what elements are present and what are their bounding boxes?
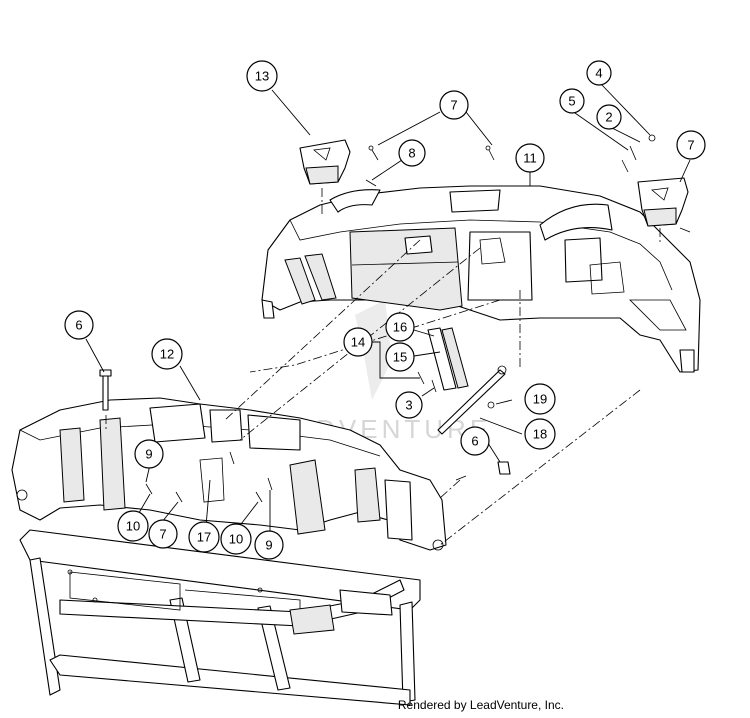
lower-fasteners	[99, 369, 511, 503]
cup-holder-left	[299, 139, 351, 185]
svg-text:4: 4	[595, 66, 602, 81]
svg-text:16: 16	[393, 320, 407, 335]
callout-16: 16	[385, 312, 415, 342]
callout-5: 5	[559, 88, 585, 114]
svg-text:9: 9	[145, 447, 152, 462]
upper-dash-panel	[261, 185, 701, 373]
rod-part	[437, 365, 507, 435]
callout-7-top: 7	[439, 90, 469, 120]
callout-2: 2	[596, 104, 622, 130]
callout-10-left: 10	[117, 510, 149, 542]
svg-text:13: 13	[255, 69, 269, 84]
callout-6-left: 6	[64, 310, 94, 340]
callout-9-left: 9	[134, 439, 164, 469]
callout-7-right: 7	[676, 130, 706, 160]
leader-lines	[85, 83, 691, 534]
svg-text:10: 10	[126, 519, 140, 534]
chassis-frame	[19, 529, 421, 706]
callout-13: 13	[246, 60, 278, 92]
callout-10-right: 10	[220, 523, 252, 555]
svg-text:5: 5	[568, 94, 575, 109]
svg-text:17: 17	[197, 530, 211, 545]
callout-18: 18	[524, 418, 556, 450]
callout-4: 4	[586, 60, 612, 86]
svg-text:12: 12	[160, 347, 174, 362]
callout-11: 11	[515, 143, 545, 173]
svg-text:3: 3	[405, 398, 412, 413]
svg-text:14: 14	[351, 335, 365, 350]
callout-6-right: 6	[460, 426, 490, 456]
cup-holder-right	[637, 177, 689, 227]
svg-text:10: 10	[229, 532, 243, 547]
callout-12: 12	[151, 338, 183, 370]
svg-text:18: 18	[533, 427, 547, 442]
svg-text:7: 7	[687, 138, 694, 153]
render-credit: Rendered by LeadVenture, Inc.	[397, 698, 564, 712]
svg-text:9: 9	[265, 538, 272, 553]
assembly-lines	[105, 188, 661, 546]
svg-text:7: 7	[159, 527, 166, 542]
svg-text:7: 7	[450, 98, 457, 113]
svg-text:6: 6	[75, 318, 82, 333]
svg-text:8: 8	[408, 146, 415, 161]
lower-support	[11, 397, 447, 551]
callout-8: 8	[398, 139, 426, 167]
callout-9-right: 9	[254, 530, 284, 560]
washer-19	[487, 401, 495, 409]
svg-text:15: 15	[393, 350, 407, 365]
callout-19: 19	[524, 383, 556, 415]
svg-text:6: 6	[471, 434, 478, 449]
callout-15: 15	[385, 342, 415, 372]
upper-fasteners	[365, 134, 691, 233]
svg-text:19: 19	[533, 392, 547, 407]
callout-7-bottom: 7	[148, 519, 178, 549]
callout-14: 14	[343, 327, 373, 357]
svg-text:11: 11	[523, 151, 537, 166]
callout-3: 3	[395, 391, 423, 419]
callout-17: 17	[188, 521, 220, 553]
bracket-parts	[417, 327, 469, 393]
svg-text:2: 2	[605, 110, 612, 125]
